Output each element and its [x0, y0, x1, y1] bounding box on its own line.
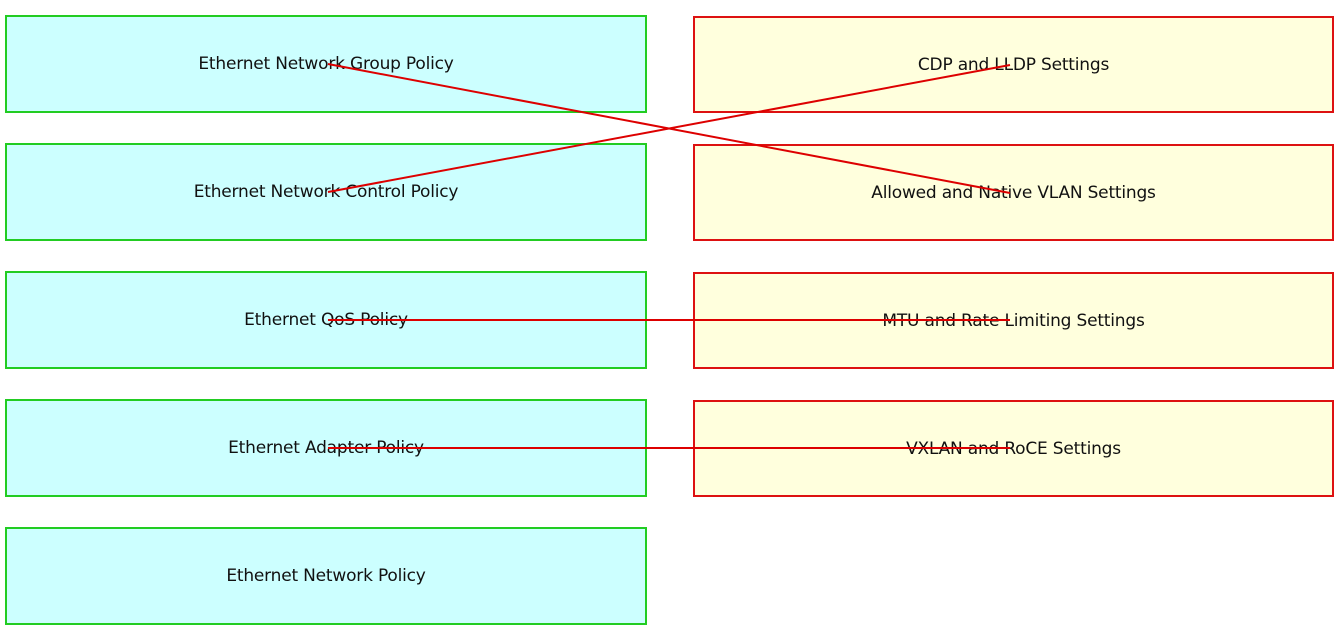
setting-label-vlan: Allowed and Native VLAN Settings	[871, 182, 1156, 203]
policy-label-network: Ethernet Network Policy	[226, 566, 426, 586]
setting-box-vxlan-roce[interactable]: VXLAN and RoCE Settings	[693, 400, 1334, 497]
policy-box-network[interactable]: Ethernet Network Policy	[5, 527, 647, 625]
setting-box-mtu-rate[interactable]: MTU and Rate Limiting Settings	[693, 272, 1334, 369]
policy-label-network-group: Ethernet Network Group Policy	[198, 54, 454, 74]
policy-box-network-group[interactable]: Ethernet Network Group Policy	[5, 15, 647, 113]
policy-label-qos: Ethernet QoS Policy	[244, 310, 408, 330]
setting-label-mtu-rate: MTU and Rate Limiting Settings	[882, 310, 1145, 331]
policy-box-adapter[interactable]: Ethernet Adapter Policy	[5, 399, 647, 497]
policy-box-network-control[interactable]: Ethernet Network Control Policy	[5, 143, 647, 241]
policy-label-adapter: Ethernet Adapter Policy	[228, 438, 424, 458]
setting-box-vlan[interactable]: Allowed and Native VLAN Settings	[693, 144, 1334, 241]
policy-label-network-control: Ethernet Network Control Policy	[193, 182, 459, 202]
setting-label-cdp-lldp: CDP and LLDP Settings	[917, 54, 1110, 75]
setting-label-vxlan-roce: VXLAN and RoCE Settings	[906, 438, 1121, 459]
policy-box-qos[interactable]: Ethernet QoS Policy	[5, 271, 647, 369]
setting-box-cdp-lldp[interactable]: CDP and LLDP Settings	[693, 16, 1334, 113]
